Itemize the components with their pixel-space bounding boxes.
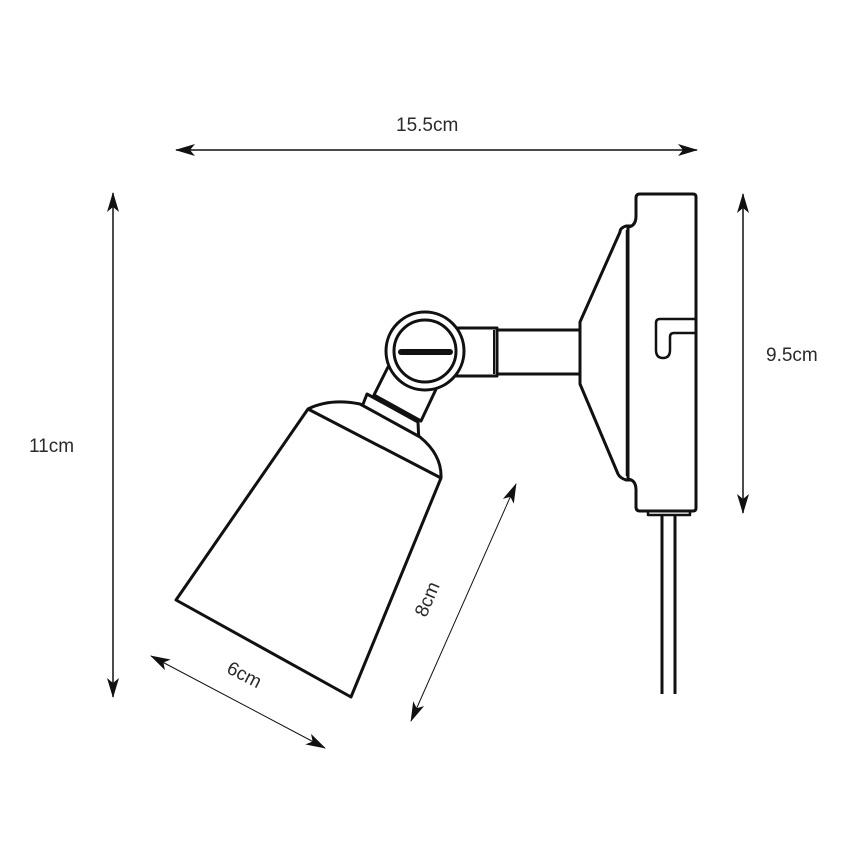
arm (495, 328, 582, 376)
shade-length-dimension-arrow (410, 483, 517, 722)
shade (174, 400, 443, 699)
backplate-height-dimension-label: 9.5cm (766, 345, 818, 366)
backplate-cone (578, 224, 638, 482)
shade-diameter-dimension-arrow (150, 655, 326, 749)
shade-rim-line (307, 407, 442, 480)
swivel-knuckle (384, 310, 466, 392)
width-dimension-label: 15.5cm (396, 115, 459, 136)
cable (646, 508, 692, 694)
height-dimension-label: 11cm (29, 436, 75, 457)
backplate (626, 192, 698, 513)
lamp-drawing (174, 192, 698, 699)
keyhole-slot (654, 317, 696, 360)
